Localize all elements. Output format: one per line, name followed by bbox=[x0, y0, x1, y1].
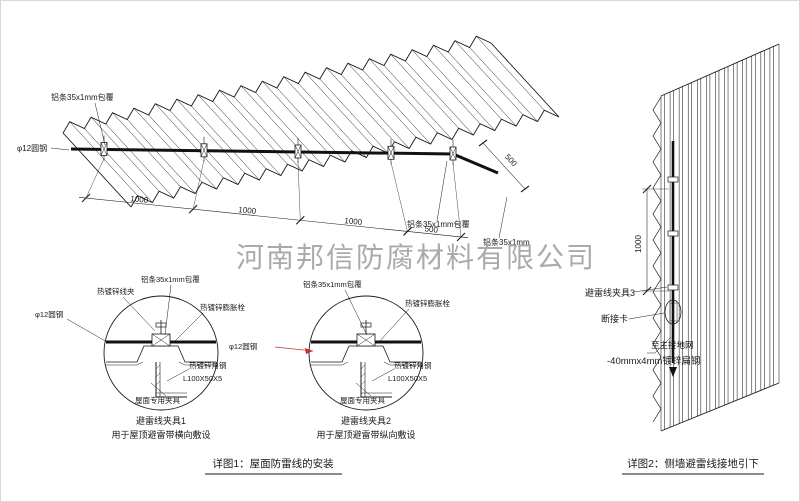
dim-side-500: 500 bbox=[503, 152, 519, 168]
detail2-subtitle: 用于屋顶避雷带纵向敷设 bbox=[316, 429, 415, 440]
detail2-title: 避雷线夹具2 bbox=[341, 415, 391, 426]
wall-clamp-1 bbox=[667, 176, 679, 183]
detail1-subtitle: 用于屋顶避雷带横向敷设 bbox=[111, 429, 210, 440]
detail1-label-angle-spec: L100X50X5 bbox=[183, 374, 222, 383]
side-dimension-500 bbox=[478, 139, 530, 193]
wire-clamp-symbols bbox=[100, 135, 457, 165]
label-round-steel-main: φ12圆钢 bbox=[17, 143, 47, 153]
dimension-chain bbox=[78, 158, 469, 242]
wall-clamp-3 bbox=[667, 284, 679, 291]
company-watermark: 河南邦信防腐材料有限公司 bbox=[236, 242, 596, 274]
disconnect-card bbox=[669, 302, 678, 322]
wall-label-flat-steel: -40mmx4mm镀锌扁钢 bbox=[607, 355, 700, 367]
main-leader-lines bbox=[50, 102, 508, 239]
detail2-red-arrowhead bbox=[305, 348, 313, 354]
wall-label-clamp3: 避雷线夹具3 bbox=[585, 287, 635, 298]
detail1-label-roof-clamp: 屋面专用夹具 bbox=[135, 395, 180, 405]
roof-isometric-panel bbox=[62, 35, 560, 208]
caption-detail1: 详图1：屋面防雷线的安装 bbox=[212, 457, 334, 470]
dim-500: 500 bbox=[424, 224, 439, 234]
detail1-label-strip: 铝条35x1mm包覆 bbox=[141, 274, 200, 284]
label-aluminum-strip-right: 铝条35x1mm bbox=[483, 237, 530, 247]
detail2-label-angle: 热镀锌角钢 bbox=[394, 360, 432, 370]
wall-clamp-2 bbox=[667, 230, 679, 237]
down-conductor-assembly bbox=[628, 141, 682, 377]
dim-1000-b: 1000 bbox=[238, 205, 257, 216]
detail2-label-round-steel: φ12圆钢 bbox=[229, 341, 257, 351]
ground-arrow bbox=[669, 367, 677, 377]
caption-detail2: 详图2：侧墙避雷线接地引下 bbox=[627, 457, 759, 470]
wall-label-to-ground: 至主接地网 bbox=[651, 340, 694, 350]
detail-circle-2 bbox=[308, 295, 424, 411]
detail2-label-bolt: 热镀锌膨胀栓 bbox=[405, 298, 450, 308]
side-wall-panel bbox=[652, 43, 780, 432]
detail1-label-round-steel: φ12圆钢 bbox=[35, 309, 63, 319]
label-aluminum-strip-top: 铝条35x1mm包覆 bbox=[51, 92, 114, 102]
detail2-leader-lines bbox=[344, 289, 410, 397]
wall-dim-1000: 1000 bbox=[634, 235, 643, 253]
detail1-label-angle: 热镀锌角钢 bbox=[189, 360, 227, 370]
disconnect-card-circle bbox=[664, 299, 682, 325]
dim-1000-a: 1000 bbox=[130, 194, 149, 205]
detail-circle-1 bbox=[103, 295, 219, 411]
detail1-title: 避雷线夹具1 bbox=[136, 415, 186, 426]
detail2-label-angle-spec: L100X50X5 bbox=[388, 374, 427, 383]
label-aluminum-strip-bottom: 铝条35x1mm包覆 bbox=[407, 219, 470, 229]
detail2-label-roof-clamp: 屋面专用夹具 bbox=[340, 395, 385, 405]
dim-1000-c: 1000 bbox=[344, 216, 363, 227]
detail2-label-strip: 铝条35x1mm包覆 bbox=[303, 279, 362, 289]
detail1-leader-lines bbox=[66, 284, 204, 397]
detail1-label-bolt: 热镀锌膨胀栓 bbox=[200, 302, 245, 312]
wall-label-disconnect: 断接卡 bbox=[601, 313, 628, 324]
detail1-label-clamp: 热镀锌线夹 bbox=[97, 286, 135, 296]
